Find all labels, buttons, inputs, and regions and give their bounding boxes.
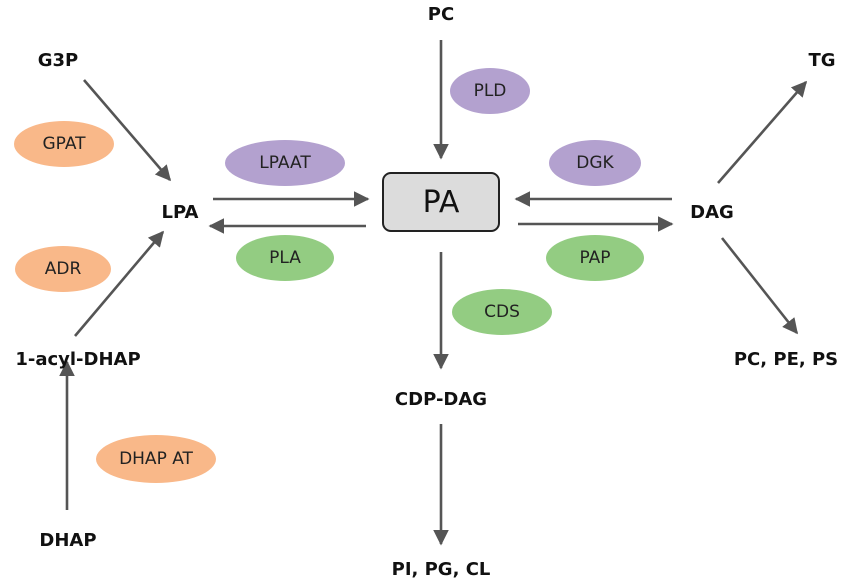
metabolite-pi-pg-cl: PI, PG, CL bbox=[391, 559, 491, 580]
enzyme-pla: PLA bbox=[236, 235, 334, 281]
enzyme-cds: CDS bbox=[452, 289, 552, 335]
enzyme-adr: ADR bbox=[15, 246, 111, 292]
metabolite-lpa: LPA bbox=[161, 202, 199, 223]
pa-central-box: PA bbox=[382, 172, 500, 232]
arrow-dag-to-pc-pe-ps bbox=[720, 237, 799, 335]
enzyme-gpat: GPAT bbox=[14, 121, 114, 167]
pa-label: PA bbox=[422, 184, 460, 220]
enzyme-lpaat: LPAAT bbox=[225, 140, 345, 186]
arrow-g3p-to-lpa bbox=[83, 79, 172, 182]
metabolite-cdp-dag: CDP-DAG bbox=[394, 389, 488, 410]
enzyme-pld: PLD bbox=[450, 68, 530, 114]
enzyme-pap: PAP bbox=[546, 235, 644, 281]
arrow-dag-to-tg bbox=[717, 80, 808, 184]
metabolite-tg: TG bbox=[808, 50, 836, 71]
metabolite-1-acyl-dhap: 1-acyl-DHAP bbox=[15, 349, 141, 370]
metabolite-dag: DAG bbox=[690, 202, 734, 223]
enzyme-dgk: DGK bbox=[549, 140, 641, 186]
metabolite-g3p: G3P bbox=[37, 50, 79, 71]
enzyme-dhap-at: DHAP AT bbox=[96, 435, 216, 483]
arrow-acyl-dhap-to-lpa bbox=[74, 230, 165, 337]
metabolite-pc: PC bbox=[427, 4, 455, 25]
metabolite-pc-pe-ps: PC, PE, PS bbox=[733, 349, 839, 370]
metabolite-dhap: DHAP bbox=[39, 530, 97, 551]
